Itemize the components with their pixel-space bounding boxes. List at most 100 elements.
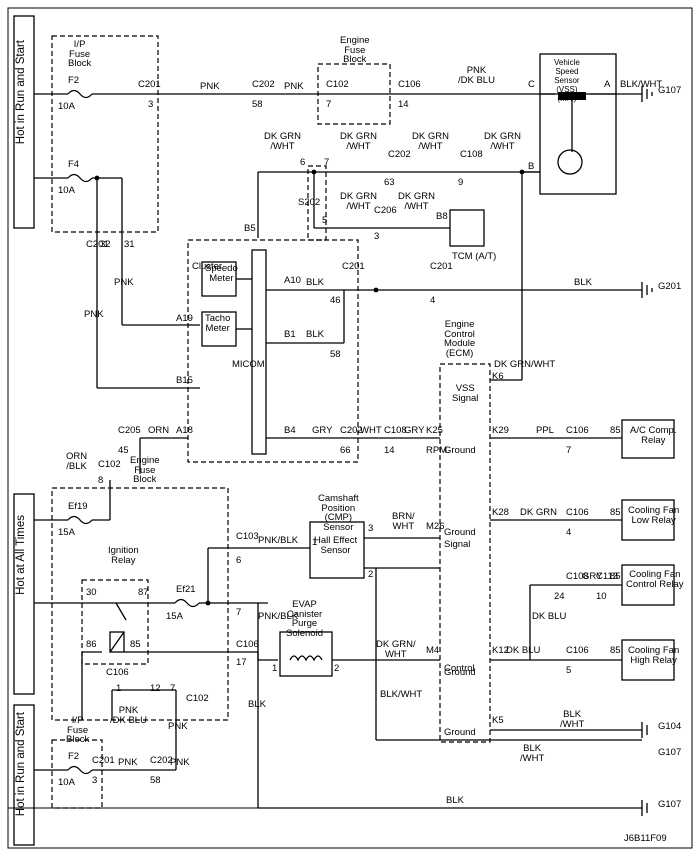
wire-pnk-label-2: PNK [284,81,304,92]
ac-relay-label: A/C Comp. Relay [630,425,677,446]
c102-mid-label: C102 [98,459,121,470]
evap-solenoid [279,631,333,677]
f4-label: F4 [68,159,80,170]
wire-blk-wht-g107-label: BLK /WHT [520,743,545,764]
wire-pnk-blk-label-2: PNK/BLK [258,611,299,622]
wire-dk-blu-label-1: DK BLU [532,611,567,622]
c108-label: C108 [460,149,483,160]
hot-at-all-times-bar [13,493,35,695]
wire-pnk-label-6: PNK [118,757,138,768]
pin-17-label: 17 [236,657,247,668]
wire-wht-label: WHT [360,425,382,436]
f2-bottom-amp-label: 10A [58,777,75,788]
f2-label: F2 [68,75,80,86]
pin-k6-label: K6 [492,371,504,382]
cf-control-relay-box [621,564,675,606]
ef19-amp-label: 15A [58,527,75,538]
pin-31-label: 31 [124,239,135,250]
wire-gry-label-2: GRY [404,425,425,436]
wire-dk-grn-wht-label-4: DK GRN /WHT [484,131,521,152]
c202-mid-label: C202 [388,149,411,160]
pin-7-ac-label: 7 [566,445,572,456]
g107-mid-label: G107 [658,747,682,758]
c202-bottom-label: C202 [150,755,173,766]
c201-cluster-label: C201 [86,239,109,250]
rpm-label: RPM [426,445,448,456]
pin-5-cf-high-label: 5 [566,665,572,676]
wire-pnk-blk-label-1: PNK/BLK [258,535,299,546]
pin-3-tcm-label: 3 [374,231,380,242]
c106-bottom-label: C106 [106,667,129,678]
pin-8-label: 8 [98,475,104,486]
tcm-label: TCM (A/T) [452,251,497,262]
wire-dk-grn-wht-label-2: DK GRN /WHT [340,131,377,152]
vss-signal-label: VSS Signal [452,383,479,404]
pin-k12-label: K12 [492,645,509,656]
pin-63-label: 63 [384,177,395,188]
ground-label-4: Ground [444,727,476,738]
pin-85-label: 85 [130,639,141,650]
pin-85-cf-control-label: 85 [610,571,621,582]
hall-effect-label: Hall Effect Sensor [314,535,358,556]
pin-5-label: 5 [322,215,328,226]
pin-10-label: 10 [596,591,607,602]
f2-bottom-label: F2 [68,751,80,762]
vss-coil [558,92,586,100]
pin-a-label: A [604,79,611,90]
pin-k25-label: K25 [426,425,443,436]
c205-label: C205 [118,425,141,436]
pin-2-cmp-label: 2 [368,569,374,580]
wire-dk-blu-label-2: DK BLU [506,645,541,656]
pin-6-label: 6 [300,157,306,168]
wire-pnk-label-7: PNK [170,757,190,768]
c106-ac-label: C106 [566,425,589,436]
f4-amp-label: 10A [58,185,75,196]
c201-blk-label-2: C201 [430,261,453,272]
micom-label: MICOM [232,359,265,370]
g201-label: G201 [658,281,682,292]
wire-dk-grn-wht-label-3: DK GRN /WHT [412,131,449,152]
ip-fuse-block-bottom-label: I/P Fuse Block [66,715,90,745]
cf-high-relay-box [621,639,675,681]
pin-k29-label: K29 [492,425,509,436]
c206-label: C206 [374,205,397,216]
pin-m26-label: M26 [426,521,445,532]
cmp-sensor-box [309,521,365,579]
wire-blk-wht-vss-label: BLK/WHT [620,79,663,90]
wire-gry-label-1: GRY [312,425,333,436]
pin-a19-label: A19 [176,313,193,324]
wire-blk-bottom-label: BLK [446,795,464,806]
speedo-label: Speedo Meter [205,263,238,284]
ip-fuse-block-label: I/P Fuse Block [68,39,92,69]
wire-ppl-label: PPL [536,425,554,436]
c108-cf-label: C108 [566,571,589,582]
engine-fuse-block-mid-label: Engine Fuse Block [130,455,160,485]
pin-9-label: 9 [458,177,464,188]
ecm-box [439,363,491,743]
cf-high-relay-label: Cooling Fan High Relay [628,645,680,666]
g107-top-label: G107 [658,85,682,96]
c106-cf-low-label: C106 [566,507,589,518]
pin-24-label: 24 [554,591,565,602]
ground-label-2: Ground [444,527,476,538]
pin-58-bottom-label: 58 [150,775,161,786]
wire-brn-wht-label: BRN/ WHT [392,511,415,532]
c113-label: C113 [596,571,619,582]
wire-blk-wht-ecm-label: BLK/WHT [380,689,423,700]
pin-7-c103-label: 7 [236,607,242,618]
pin-86-label: 86 [86,639,97,650]
cluster-label: Cluster [192,261,223,272]
wire-dk-grn-label: DK GRN [520,507,557,518]
c103-label: C103 [236,531,259,542]
hot-run-start-bar-bottom [13,704,35,846]
ground-label-3: Ground [444,667,476,678]
c201-top-label: C201 [138,79,161,90]
diagram-id: J6B11F09 [624,833,667,844]
engine-fuse-block-mid [51,487,229,721]
pin-b4-label: B4 [284,425,296,436]
pin-85-ac-label: 85 [610,425,621,436]
pin-3-cmp-label: 3 [368,523,374,534]
s202-label: S202 [298,197,321,208]
pin-14-label: 14 [398,99,409,110]
ignition-relay [81,579,149,665]
